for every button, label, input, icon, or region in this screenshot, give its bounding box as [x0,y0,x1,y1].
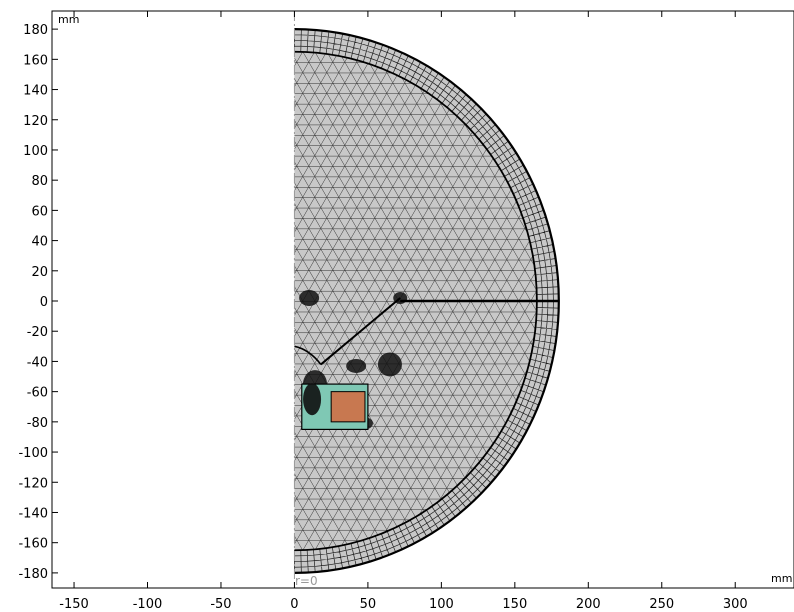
y-tick-label: -180 [18,567,48,582]
y-tick-label: -60 [27,386,48,401]
y-tick-label: 60 [31,204,48,219]
y-tick-label: -20 [27,325,48,340]
mesh-geometry [294,28,560,574]
x-tick-label: 300 [723,597,748,612]
y-tick-label: 140 [23,84,48,99]
y-unit-label: mm [58,13,79,26]
y-tick-label: -120 [18,476,48,491]
shell-mapped-mesh [294,29,559,573]
x-tick-label: -150 [59,597,89,612]
y-tick-label: -100 [18,446,48,461]
y-tick-label: 120 [23,114,48,129]
x-tick-label: -100 [133,597,163,612]
y-tick-label: -160 [18,537,48,552]
upper-left-interface [294,345,322,365]
x-tick-label: 200 [576,597,601,612]
refinement-region-middle [346,358,367,373]
y-tick-label: 0 [40,295,48,310]
y-tick-label: 160 [23,53,48,68]
y-tick-label: -40 [27,355,48,370]
x-tick-label: 100 [429,597,454,612]
x-tick-label: -50 [210,597,231,612]
y-tick-label: 40 [31,235,48,250]
y-tick-label: 100 [23,144,48,159]
geometry-boundaries [294,28,560,574]
plot-frame [51,10,794,589]
symmetry-axis-label: r=0 [295,574,318,588]
refinement-region-upper [299,289,320,306]
x-tick-label: 150 [502,597,527,612]
x-unit-label: mm [771,572,792,585]
y-tick-label: -80 [27,416,48,431]
shell-element-lines [294,29,559,573]
diagonal-interface [320,297,401,366]
x-tick-label: 250 [649,597,674,612]
core-region [330,391,366,423]
y-tick-label: 80 [31,174,48,189]
refinement-region-right [377,352,402,377]
coil-refinement-overlay [303,383,322,416]
y-tick-label: 20 [31,265,48,280]
x-tick-label: 50 [360,597,377,612]
y-tick-label: -140 [18,506,48,521]
x-tick-label: 0 [290,597,298,612]
y-tick-label: 180 [23,23,48,38]
